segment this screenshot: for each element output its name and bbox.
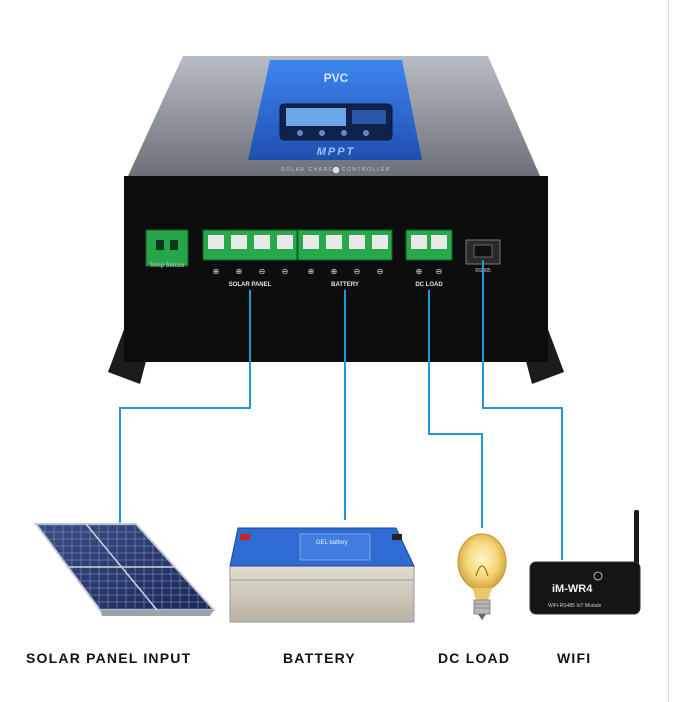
button-4 (363, 130, 369, 136)
svg-text:⊕: ⊕ (308, 267, 315, 276)
mppt-controller: PVC MPPT SOLAR CHARGE CONTROLLER Temp Se… (108, 56, 564, 384)
svg-text:⊕: ⊕ (236, 267, 243, 276)
positive-terminal (240, 534, 250, 540)
right-divider (668, 0, 669, 702)
svg-text:⊖: ⊖ (282, 267, 289, 276)
battery-brand-text: GEL battery (316, 540, 348, 546)
battery-terminal-block (297, 229, 393, 261)
button-2 (319, 130, 325, 136)
brand-logo: PVC (324, 71, 349, 85)
light-bulb-image (457, 533, 507, 620)
svg-text:⊕: ⊕ (416, 267, 423, 276)
polarity-markers: ⊕ ⊕ ⊖ ⊖ ⊕ ⊕ ⊖ ⊖ ⊕ ⊖ (213, 267, 443, 276)
wifi-module-subtitle: WiFi-RS485 IoT Module (548, 603, 601, 609)
svg-text:⊖: ⊖ (436, 267, 443, 276)
caption-solar-panel-input: SOLAR PANEL INPUT (26, 650, 192, 666)
solar-panel-image (34, 523, 217, 616)
dc-load-label: DC LOAD (415, 282, 443, 288)
battery-image: GEL battery (229, 527, 415, 623)
dc-load-wire (428, 290, 483, 528)
caption-dc-load: DC LOAD (438, 650, 511, 666)
dc-load-terminal-block (405, 229, 453, 261)
temp-sensor-terminal (145, 229, 189, 267)
connection-wires (119, 260, 563, 560)
wifi-wire (482, 260, 563, 560)
center-emblem (331, 165, 341, 175)
svg-text:⊖: ⊖ (259, 267, 266, 276)
temp-sensor-label: Temp Sensor (149, 263, 184, 269)
svg-text:⊕: ⊕ (213, 267, 220, 276)
button-1 (297, 130, 303, 136)
solar-panel-terminal-block (202, 229, 298, 261)
battery-label: BATTERY (331, 282, 359, 288)
wifi-module-model: iM-WR4 (552, 583, 593, 595)
wifi-module-image: iM-WR4 WiFi-RS485 IoT Module (529, 510, 641, 615)
svg-text:⊕: ⊕ (331, 267, 338, 276)
caption-battery: BATTERY (283, 650, 356, 666)
button-3 (341, 130, 347, 136)
caption-wifi: WIFI (557, 650, 592, 666)
lcd-display (286, 108, 346, 126)
model-text: MPPT (317, 146, 356, 158)
svg-text:⊖: ⊖ (354, 267, 361, 276)
svg-text:⊖: ⊖ (377, 267, 384, 276)
enclosure-front (124, 176, 548, 362)
solar-wire (119, 290, 251, 540)
lcd-indicators (352, 110, 386, 124)
negative-terminal (392, 534, 402, 540)
solar-panel-label: SOLAR PANEL (229, 282, 272, 288)
